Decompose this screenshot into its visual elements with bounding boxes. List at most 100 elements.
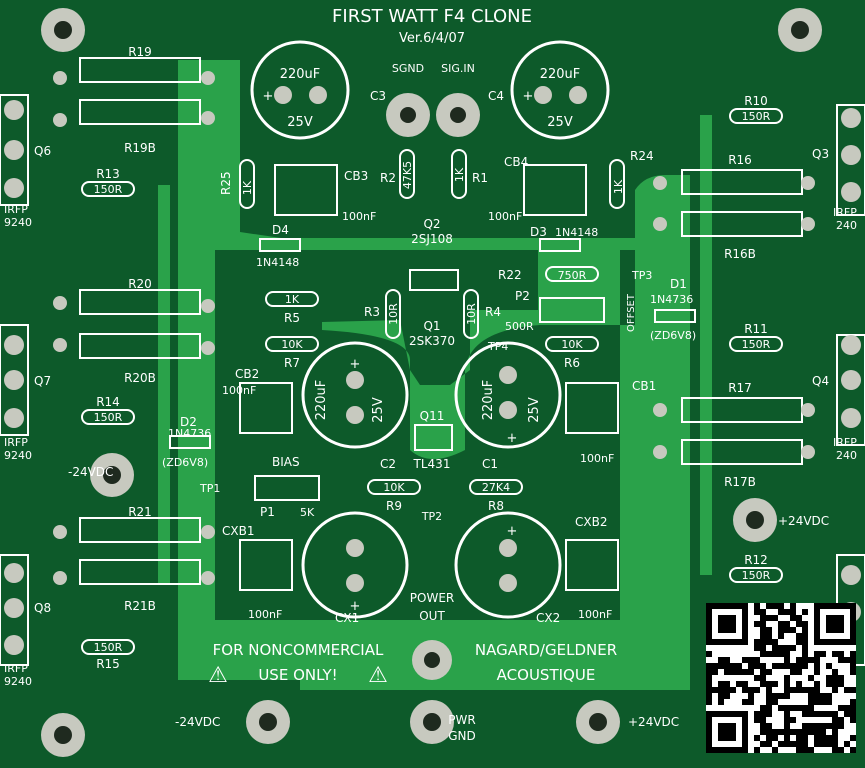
q8-label: Q8 — [34, 601, 51, 615]
d2-zd: (ZD6V8) — [162, 456, 208, 469]
q3-label: Q3 — [812, 147, 829, 161]
cb2-value: 100nF — [222, 384, 256, 397]
electrolytic-caps — [250, 40, 610, 619]
q6-part-num: 9240 — [4, 216, 32, 229]
r21b-label: R21B — [124, 599, 156, 613]
r19-label: R19 — [128, 45, 152, 59]
r16b-label: R16B — [724, 247, 756, 261]
c3-value: 220uF — [280, 67, 321, 82]
r17b-label: R17B — [724, 475, 756, 489]
d1-label: D1 — [670, 277, 687, 291]
r12-value: 150R — [742, 569, 771, 582]
r4-label: R4 — [485, 305, 501, 319]
small-resistors — [81, 108, 783, 655]
r25-value: 1K — [241, 180, 254, 195]
r12-label: R12 — [744, 553, 768, 567]
tp3-label: TP3 — [631, 269, 652, 282]
cb1-value: 100nF — [580, 452, 614, 465]
q6-label: Q6 — [34, 144, 51, 158]
r2-label: R2 — [380, 171, 396, 185]
small-transistors — [409, 269, 459, 451]
r3-label: R3 — [364, 305, 380, 319]
gnd-label: GND — [448, 729, 476, 743]
q11-part: TL431 — [413, 457, 451, 471]
r11-label: R11 — [744, 322, 768, 336]
offset-label: OFFSET — [626, 293, 637, 332]
r7-value: 10K — [281, 338, 303, 351]
cb1-label: CB1 — [632, 379, 656, 393]
q7-label: Q7 — [34, 374, 51, 388]
r24-value: 1K — [612, 179, 625, 194]
q11-label: Q11 — [420, 409, 445, 423]
r5-label: R5 — [284, 311, 300, 325]
nagard-line1: NAGARD/GELDNER — [475, 641, 617, 659]
q3-part-num: 240 — [836, 219, 857, 232]
c1-voltage: 25V — [527, 397, 542, 423]
r1-label: R1 — [472, 171, 488, 185]
film-caps — [239, 164, 619, 591]
cb2-label: CB2 — [235, 367, 259, 381]
cb4-label: CB4 — [504, 155, 528, 169]
r13-label: R13 — [96, 167, 120, 181]
r3-value: 10R — [387, 303, 400, 325]
left-trace — [158, 185, 170, 585]
r11-value: 150R — [742, 338, 771, 351]
pos24-right: +24VDC — [778, 514, 829, 528]
qr-code — [706, 603, 856, 753]
power-label: POWER — [410, 591, 454, 605]
q1-label: Q1 — [423, 319, 440, 333]
pos24-bottom: +24VDC — [628, 715, 679, 729]
p1-value: 5K — [300, 506, 315, 519]
r22-value: 750R — [558, 269, 587, 282]
cxb1-label: CXB1 — [222, 524, 254, 538]
r2-value: 47K5 — [401, 161, 414, 189]
label-sigin: SIG.IN — [441, 62, 475, 75]
r21-label: R21 — [128, 505, 152, 519]
c3-label: C3 — [370, 89, 386, 103]
r6-value: 10K — [561, 338, 583, 351]
p2-label: P2 — [515, 289, 530, 303]
noncommercial-line2: USE ONLY! — [258, 666, 337, 684]
pwr-label: PWR — [448, 713, 475, 727]
r25-label: R25 — [219, 171, 233, 195]
c3-plus: + — [263, 89, 274, 104]
q7-part-irfp: IRFP — [4, 436, 28, 449]
c2-value: 220uF — [314, 380, 329, 421]
d1-zd: (ZD6V8) — [650, 329, 696, 342]
warning-icon-right: ⚠ — [368, 663, 388, 688]
tp1-label: TP1 — [199, 482, 220, 495]
diodes — [169, 238, 696, 449]
board-version: Ver.6/4/07 — [399, 31, 465, 46]
cxb2-label: CXB2 — [575, 515, 607, 529]
c1-plus: + — [507, 431, 518, 446]
c1-value: 220uF — [481, 380, 496, 421]
q4-part-num: 240 — [836, 449, 857, 462]
r10-value: 150R — [742, 110, 771, 123]
c2-label: C2 — [380, 457, 396, 471]
q4-label: Q4 — [812, 374, 829, 388]
q2-label: Q2 — [423, 217, 440, 231]
cxb1-value: 100nF — [248, 608, 282, 621]
warning-icon-left: ⚠ — [208, 663, 228, 688]
cap-pads — [274, 86, 587, 592]
cb3-value: 100nF — [342, 210, 376, 223]
r19b-label: R19B — [124, 141, 156, 155]
tp4-label: TP4 — [487, 340, 508, 353]
cxb2-value: 100nF — [578, 608, 612, 621]
mounting-holes — [41, 8, 822, 757]
d1-part: 1N4736 — [650, 293, 693, 306]
label-sgnd: SGND — [392, 62, 424, 75]
c4-value: 220uF — [540, 67, 581, 82]
ground-copper-pour — [178, 60, 690, 690]
r16-label: R16 — [728, 153, 752, 167]
d4-part: 1N4148 — [256, 256, 299, 269]
p2-value: 500R — [505, 320, 534, 333]
cx1-plus: + — [350, 599, 361, 614]
c2-voltage: 25V — [371, 397, 386, 423]
r1-value: 1K — [453, 167, 466, 182]
neg24-bottom: -24VDC — [175, 715, 220, 729]
r15-value: 150R — [94, 641, 123, 654]
c1-label: C1 — [482, 457, 498, 471]
board-title: FIRST WATT F4 CLONE — [332, 6, 532, 27]
